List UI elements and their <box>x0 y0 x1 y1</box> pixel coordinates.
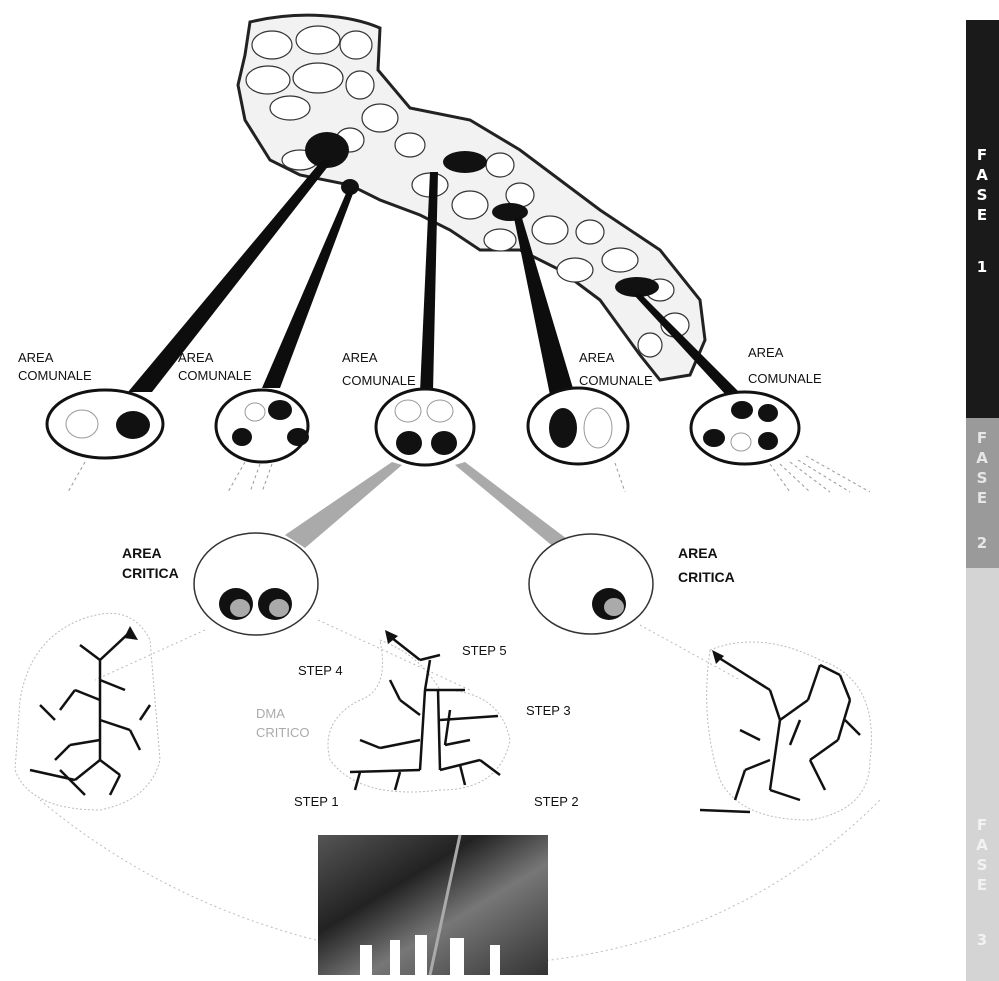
svg-text:AREA: AREA <box>122 545 162 561</box>
selected-municipalities <box>305 132 659 297</box>
dma-cone-lines <box>39 619 881 966</box>
svg-text:DMA: DMA <box>256 706 285 721</box>
phase-bar-segment-2 <box>966 418 999 568</box>
municipal-areas <box>45 386 801 467</box>
svg-text:3: 3 <box>977 931 987 949</box>
svg-text:COMUNALE: COMUNALE <box>748 371 822 386</box>
critical-areas <box>193 532 654 636</box>
svg-text:F: F <box>977 429 987 447</box>
phase-label-fase-2: F A S E 2 <box>976 429 988 552</box>
svg-text:S: S <box>977 469 988 487</box>
bottom-photo <box>318 834 548 976</box>
svg-text:AREA: AREA <box>342 350 378 365</box>
dma-network-right <box>699 641 872 821</box>
svg-text:A: A <box>976 836 988 854</box>
selected-cell-4 <box>492 203 528 221</box>
label-area-comunale-5: AREA COMUNALE <box>748 345 822 386</box>
label-step-4: STEP 4 <box>298 663 343 678</box>
dma-network-left <box>14 612 161 811</box>
phase-label-fase-3: F A S E 3 <box>976 816 988 949</box>
label-step-2: STEP 2 <box>534 794 579 809</box>
svg-text:A: A <box>976 166 988 184</box>
label-area-comunale-4: AREA COMUNALE <box>579 350 653 388</box>
svg-text:AREA: AREA <box>18 350 54 365</box>
svg-text:S: S <box>977 856 988 874</box>
svg-text:1: 1 <box>977 258 987 276</box>
continuation-arrows <box>67 455 871 493</box>
svg-text:COMUNALE: COMUNALE <box>342 373 416 388</box>
selected-cell-5 <box>615 277 659 297</box>
phase-bar: F A S E 1 F A S E 2 F A S E 3 <box>966 20 999 981</box>
svg-text:AREA: AREA <box>748 345 784 360</box>
svg-text:COMUNALE: COMUNALE <box>18 368 92 383</box>
label-area-critica-right: AREA CRITICA <box>678 545 735 585</box>
svg-text:E: E <box>977 206 987 224</box>
dma-network-center <box>327 630 511 793</box>
zoom-wedges <box>128 160 742 395</box>
phase-bar-segment-3 <box>966 568 999 981</box>
selected-cell-3 <box>443 151 487 173</box>
phase-label-fase-1: F A S E 1 <box>976 146 988 276</box>
region-cells <box>245 25 690 358</box>
municipal-area-2 <box>214 388 310 464</box>
label-area-comunale-2: AREA COMUNALE <box>178 350 252 383</box>
svg-text:S: S <box>977 186 988 204</box>
critical-area-left <box>193 532 319 636</box>
label-step-1: STEP 1 <box>294 794 339 809</box>
svg-text:2: 2 <box>977 534 987 552</box>
svg-text:AREA: AREA <box>178 350 214 365</box>
label-dma-critico: DMA CRITICO <box>256 706 309 740</box>
municipal-area-3 <box>374 387 476 467</box>
selected-cell-2 <box>341 179 359 195</box>
label-area-comunale-1: AREA COMUNALE <box>18 350 92 383</box>
phase-bar-segment-1 <box>966 20 999 418</box>
selected-cell-1 <box>305 132 349 168</box>
svg-text:COMUNALE: COMUNALE <box>579 373 653 388</box>
svg-text:A: A <box>976 449 988 467</box>
label-step-3: STEP 3 <box>526 703 571 718</box>
svg-text:AREA: AREA <box>579 350 615 365</box>
svg-text:F: F <box>977 146 987 164</box>
critical-wedges <box>285 462 575 548</box>
svg-text:F: F <box>977 816 987 834</box>
region-map <box>236 13 707 382</box>
municipal-area-4 <box>526 386 630 466</box>
label-area-comunale-3: AREA COMUNALE <box>342 350 416 388</box>
svg-text:CRITICA: CRITICA <box>122 565 179 581</box>
svg-text:E: E <box>977 489 987 507</box>
svg-text:AREA: AREA <box>678 545 718 561</box>
critical-area-right <box>528 533 654 635</box>
svg-text:E: E <box>977 876 987 894</box>
label-step-5: STEP 5 <box>462 643 507 658</box>
municipal-area-1 <box>45 388 165 460</box>
label-area-critica-left: AREA CRITICA <box>122 545 179 581</box>
municipal-area-5 <box>689 390 801 466</box>
svg-text:CRITICA: CRITICA <box>678 569 735 585</box>
svg-text:CRITICO: CRITICO <box>256 725 309 740</box>
svg-text:COMUNALE: COMUNALE <box>178 368 252 383</box>
